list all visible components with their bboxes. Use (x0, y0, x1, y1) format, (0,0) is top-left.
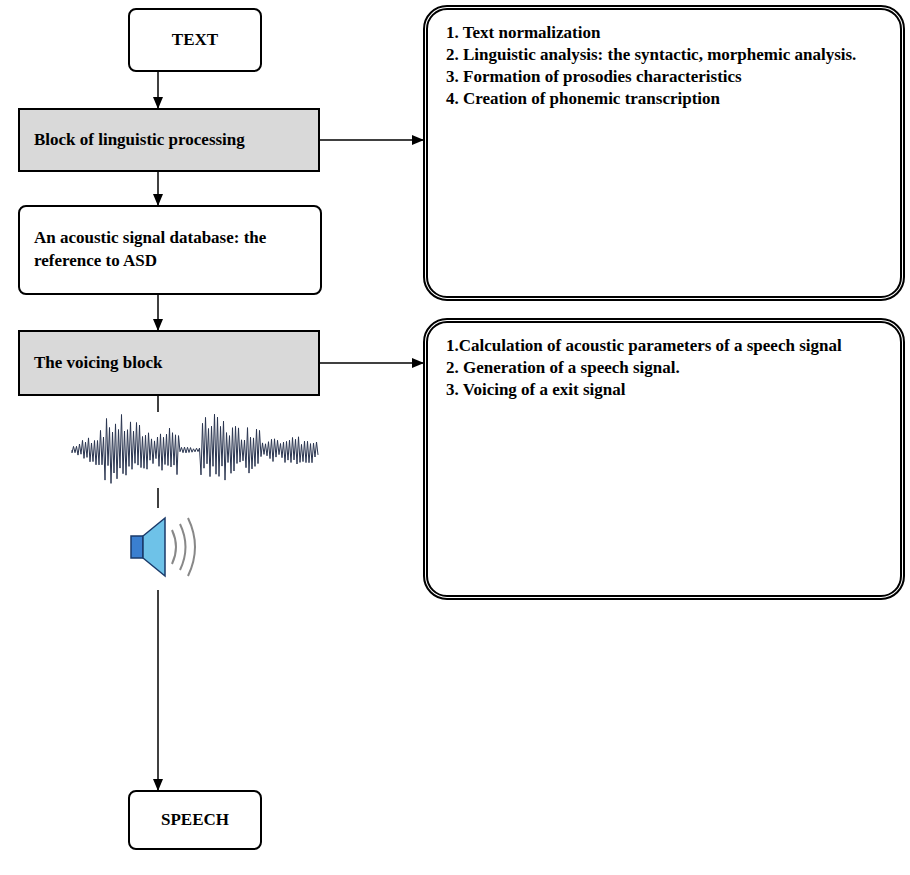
flow-arrow (157, 295, 159, 330)
flow-arrow (320, 362, 423, 364)
sound-wave (188, 518, 195, 576)
sound-wave (180, 524, 186, 570)
list-item: 1. Text normalization (446, 22, 882, 44)
waveform (72, 414, 318, 483)
list-item: 3. Formation of prosodies characteristic… (446, 66, 882, 88)
list-item: 1.Calculation of acoustic parameters of … (446, 335, 882, 357)
speaker-magnet (131, 536, 143, 558)
list-item: 3. Voicing of a exit signal (446, 379, 882, 401)
process-box: Block of linguistic processing (18, 108, 320, 172)
sound-wave (172, 530, 176, 564)
box-label: The voicing block (34, 353, 162, 373)
database-box: An acoustic signal database: the referen… (18, 205, 322, 295)
box-label: TEXT (172, 30, 218, 50)
end-box: SPEECH (128, 790, 262, 850)
step-list-box: 1. Text normalization2. Linguistic analy… (423, 5, 905, 301)
start-box: TEXT (128, 8, 262, 72)
list-item: 2. Linguistic analysis: the syntactic, m… (446, 44, 882, 66)
flow-arrow (320, 139, 423, 141)
box-label: An acoustic signal database: the referen… (34, 227, 306, 273)
step-list-box: 1.Calculation of acoustic parameters of … (423, 318, 905, 600)
speaker-icon (126, 508, 198, 590)
waveform-illustration (70, 412, 320, 488)
speaker-ground (126, 508, 198, 590)
speaker-cone (143, 518, 165, 576)
list-body: 1.Calculation of acoustic parameters of … (446, 335, 882, 401)
list-body: 1. Text normalization2. Linguistic analy… (446, 22, 882, 110)
box-label: Block of linguistic processing (34, 130, 245, 150)
list-item: 4. Creation of phonemic transcription (446, 88, 882, 110)
flow-arrow (157, 72, 159, 108)
waveform-ground (70, 412, 320, 488)
flow-arrow (157, 172, 159, 205)
list-item: 2. Generation of a speech signal. (446, 357, 882, 379)
process-box: The voicing block (18, 330, 320, 396)
box-label: SPEECH (161, 810, 229, 830)
